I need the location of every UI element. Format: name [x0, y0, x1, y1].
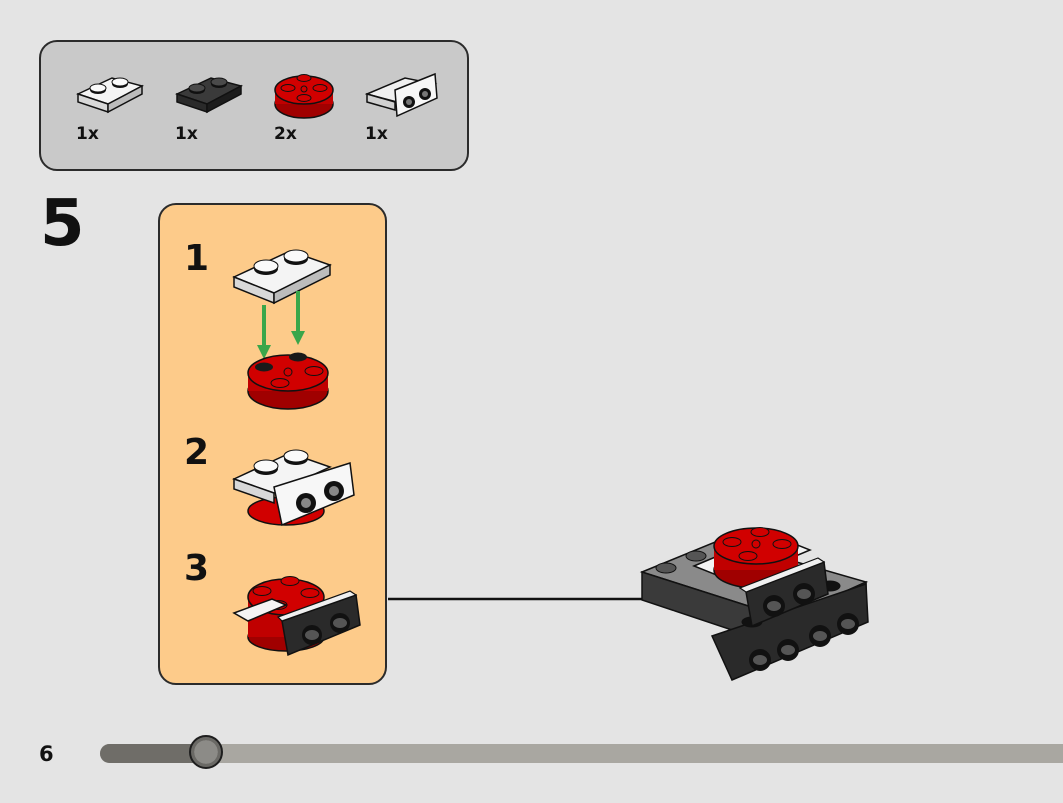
step-number: 5 [40, 187, 85, 261]
part-item: 1x [76, 64, 156, 154]
parts-list-box: 1x 1x 2x 1x [39, 40, 469, 171]
substeps-panel: 1 2 3 [158, 203, 387, 685]
black-plate-1x2-icon [175, 77, 244, 114]
progress-fill [100, 744, 206, 763]
substep-2-build-illustration [232, 449, 355, 527]
part-item: 2x [274, 64, 354, 154]
part-quantity: 1x [76, 124, 99, 144]
progress-knob[interactable] [188, 735, 223, 769]
white-plate-1x2-icon [76, 77, 145, 114]
white-bracket-plate-icon [365, 72, 438, 118]
progress-track [100, 744, 1063, 763]
part-item: 1x [365, 64, 445, 154]
part-quantity: 1x [365, 124, 388, 144]
substep-3-build-illustration [232, 576, 361, 657]
part-quantity: 2x [274, 124, 297, 144]
substep-number: 2 [184, 432, 210, 473]
main-model-illustration [639, 527, 869, 681]
substep-number: 3 [184, 548, 210, 589]
substep-1-build-illustration [232, 249, 332, 410]
part-item: 1x [175, 64, 255, 154]
page-number: 6 [39, 742, 54, 766]
red-round-plate-2x2-icon [274, 74, 334, 119]
substep-number: 1 [184, 238, 210, 279]
part-quantity: 1x [175, 124, 198, 144]
